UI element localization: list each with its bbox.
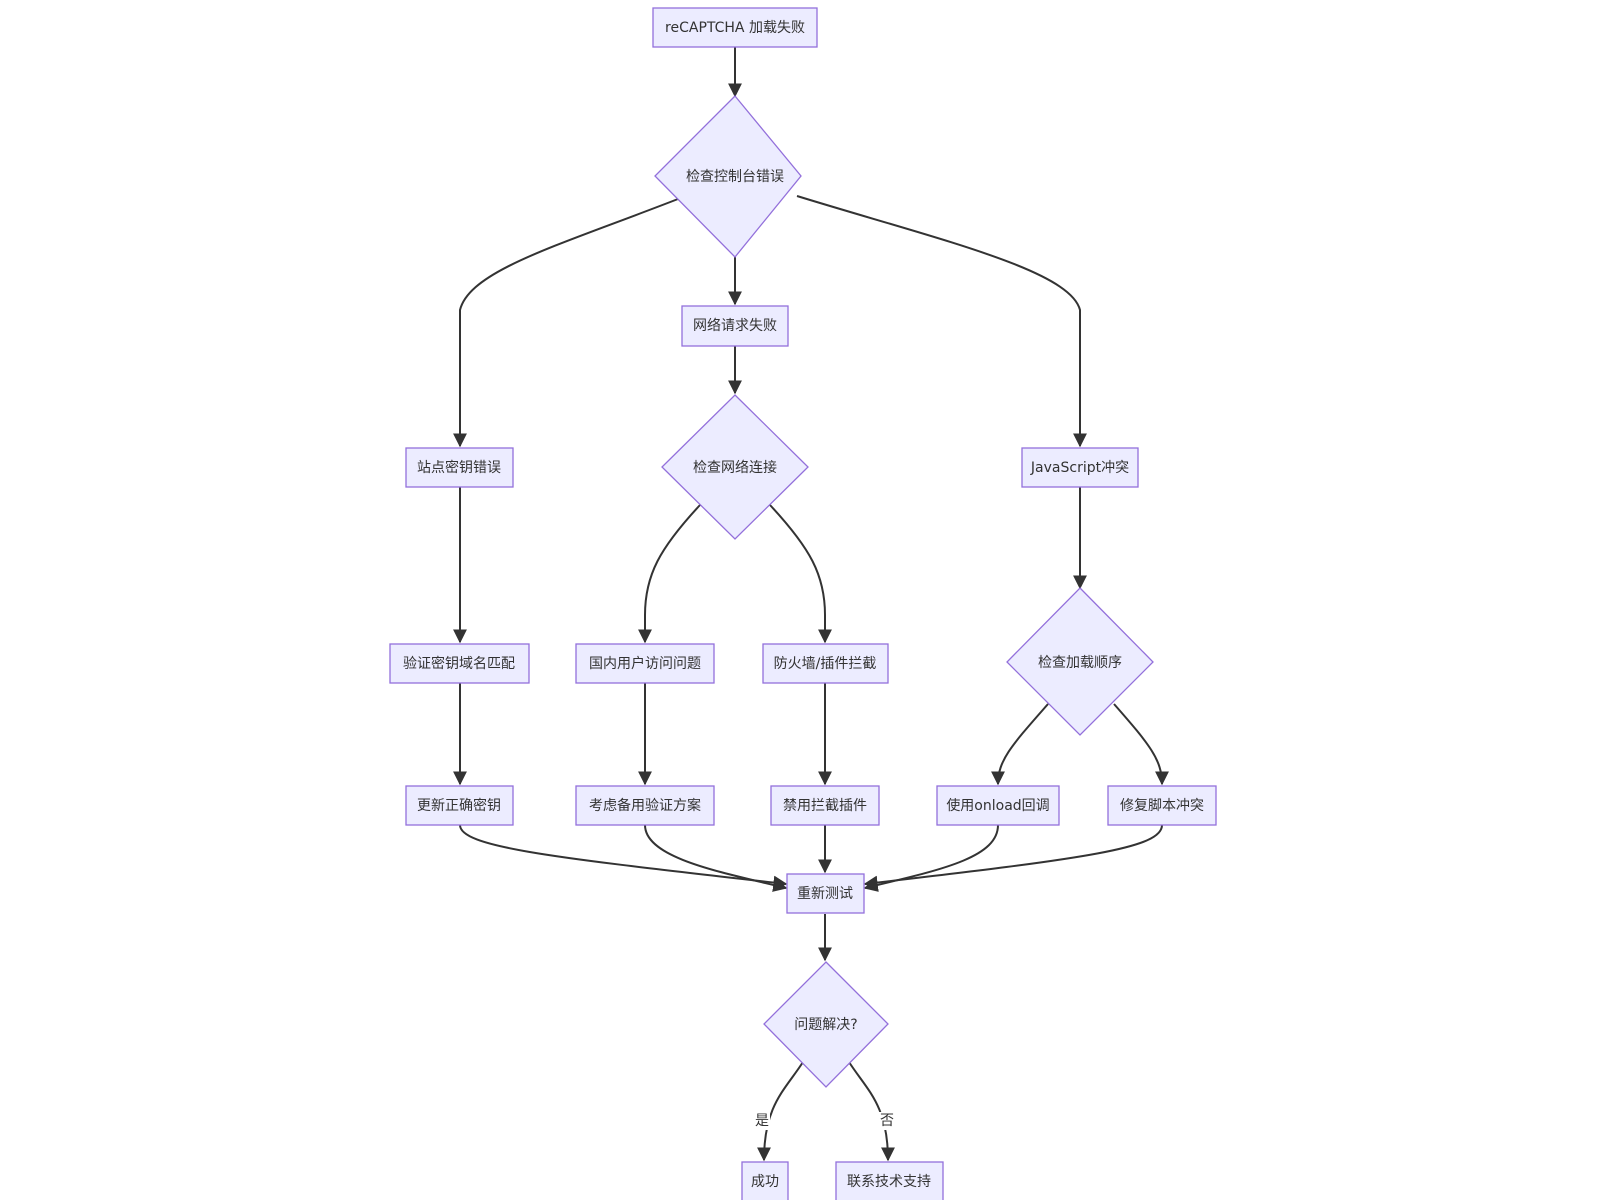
node-alt-solution-label: 考虑备用验证方案 bbox=[589, 797, 701, 814]
node-success: 成功 bbox=[741, 1161, 789, 1200]
node-resolved: 问题解决? bbox=[763, 961, 889, 1088]
node-use-onload: 使用onload回调 bbox=[936, 785, 1060, 826]
node-check-console: 检查控制台错误 bbox=[654, 95, 802, 258]
node-js-conflict: JavaScript冲突 bbox=[1021, 447, 1139, 488]
node-network-fail: 网络请求失败 bbox=[681, 305, 789, 347]
edge-fix-script-to-retest bbox=[863, 824, 1163, 890]
node-update-key: 更新正确密钥 bbox=[405, 785, 514, 826]
node-verify-domain: 验证密钥域名匹配 bbox=[389, 643, 530, 684]
edges bbox=[453, 47, 1169, 1162]
node-site-key-error: 站点密钥错误 bbox=[405, 447, 514, 488]
node-check-network: 检查网络连接 bbox=[661, 394, 809, 540]
edge-labels: 是 否 bbox=[754, 1112, 895, 1130]
node-update-key-label: 更新正确密钥 bbox=[417, 797, 501, 814]
node-start-label: reCAPTCHA 加载失败 bbox=[665, 20, 805, 36]
node-check-console-label: 检查控制台错误 bbox=[686, 169, 784, 185]
node-domestic-access: 国内用户访问问题 bbox=[575, 643, 715, 684]
node-start: reCAPTCHA 加载失败 bbox=[652, 7, 818, 48]
node-firewall-block-label: 防火墙/插件拦截 bbox=[774, 656, 877, 672]
node-js-conflict-label: JavaScript冲突 bbox=[1030, 460, 1129, 476]
edge-use-onload-to-retest bbox=[863, 824, 999, 892]
node-check-network-label: 检查网络连接 bbox=[693, 459, 777, 476]
edge-check-network-to-firewall-block bbox=[769, 504, 832, 644]
edge-resolved-to-contact-support bbox=[848, 1061, 895, 1162]
node-domestic-access-label: 国内用户访问问题 bbox=[589, 655, 701, 672]
edge-check-console-to-site-key-error bbox=[453, 198, 679, 448]
node-alt-solution: 考虑备用验证方案 bbox=[575, 785, 715, 826]
edge-check-load-order-to-use-onload bbox=[991, 703, 1049, 786]
edge-check-console-to-js-conflict bbox=[796, 195, 1087, 448]
edge-resolved-to-success bbox=[757, 1061, 804, 1162]
node-firewall-block: 防火墙/插件拦截 bbox=[762, 643, 889, 684]
node-check-load-order: 检查加载顺序 bbox=[1006, 587, 1154, 736]
node-resolved-label: 问题解决? bbox=[794, 1017, 857, 1033]
node-contact-support: 联系技术支持 bbox=[835, 1161, 944, 1200]
edge-check-load-order-to-fix-script bbox=[1113, 703, 1169, 786]
node-contact-support-label: 联系技术支持 bbox=[847, 1174, 931, 1190]
edge-label-no: 否 bbox=[880, 1113, 894, 1129]
node-use-onload-label: 使用onload回调 bbox=[946, 797, 1049, 814]
node-check-load-order-label: 检查加载顺序 bbox=[1038, 655, 1122, 671]
node-fix-script: 修复脚本冲突 bbox=[1107, 785, 1217, 826]
node-verify-domain-label: 验证密钥域名匹配 bbox=[403, 655, 515, 672]
node-retest-label: 重新测试 bbox=[797, 886, 853, 902]
node-success-label: 成功 bbox=[751, 1174, 779, 1190]
edge-check-network-to-domestic-access bbox=[638, 504, 701, 644]
edge-alt-solution-to-retest bbox=[644, 824, 788, 892]
node-fix-script-label: 修复脚本冲突 bbox=[1120, 797, 1204, 814]
node-retest: 重新测试 bbox=[786, 873, 865, 914]
node-disable-plugin-label: 禁用拦截插件 bbox=[783, 798, 867, 814]
edge-label-yes: 是 bbox=[755, 1113, 769, 1129]
node-disable-plugin: 禁用拦截插件 bbox=[770, 785, 880, 826]
nodes: reCAPTCHA 加载失败 检查控制台错误 网络请求失败 站点密钥错误 检查网… bbox=[389, 7, 1217, 1200]
node-site-key-error-label: 站点密钥错误 bbox=[417, 459, 501, 476]
node-network-fail-label: 网络请求失败 bbox=[693, 318, 777, 334]
edge-update-key-to-retest bbox=[459, 824, 788, 890]
